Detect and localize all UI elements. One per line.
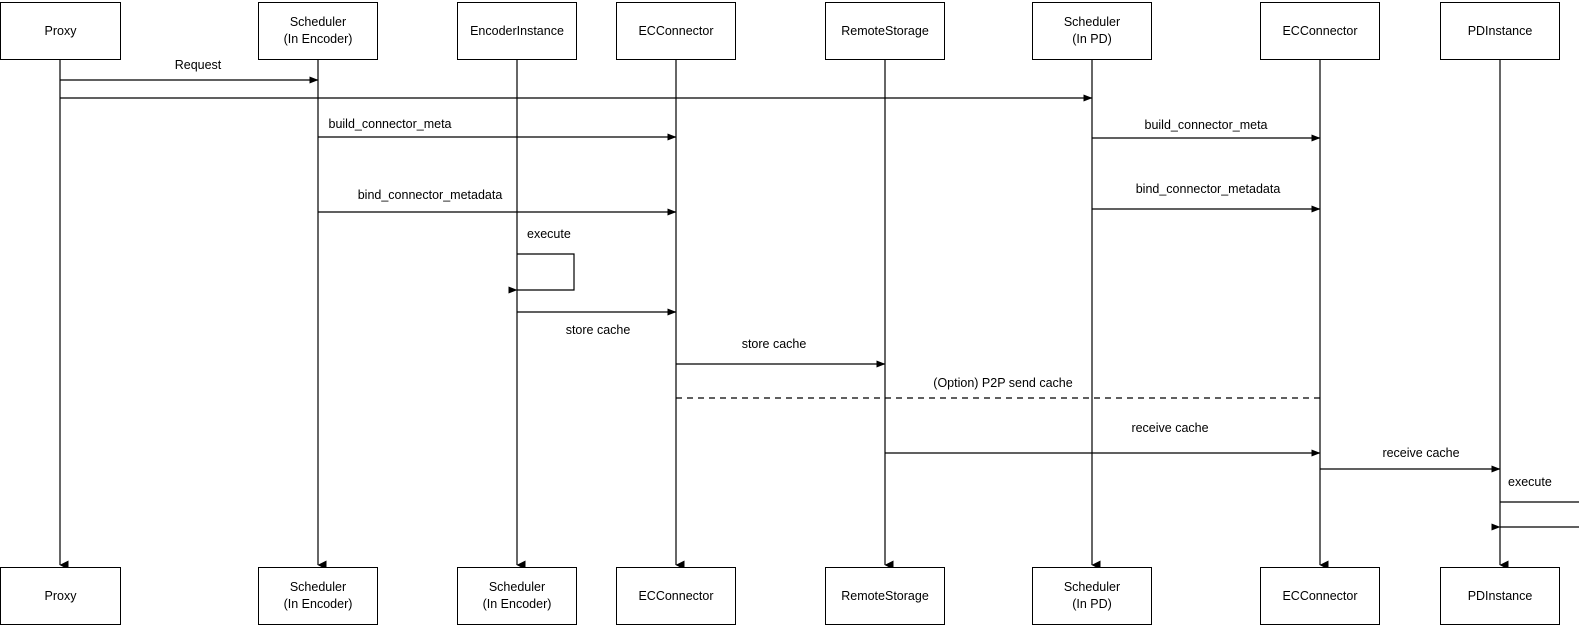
message-label-m10: receive cache [1131,421,1209,435]
message-label-m6: bind_connector_metadata [1135,182,1281,196]
participant-encoder-inst[interactable]: EncoderInstance [457,2,577,60]
participant-label-primary: Proxy [44,23,77,38]
participant-remotestorage-b[interactable]: RemoteStorage [825,567,945,625]
participant-label-primary: Scheduler [289,580,347,595]
participant-label-primary: Scheduler [1063,580,1121,595]
participant-label-primary: ECConnector [1282,23,1358,38]
participant-label-primary: PDInstance [1467,23,1533,38]
participant-label-primary: ECConnector [638,588,714,603]
participant-scheduler-pd-b[interactable]: Scheduler (In PD) [1032,567,1152,625]
self-message-label-s2: execute [1508,475,1552,489]
participant-label-primary: ECConnector [638,23,714,38]
lifelines-group [59,60,1509,570]
participant-ecconnector-a[interactable]: ECConnector [616,2,736,60]
participant-remotestorage[interactable]: RemoteStorage [825,2,945,60]
messages-group [60,76,1501,473]
participant-ecconnector-b[interactable]: ECConnector [1260,2,1380,60]
participant-label-primary: Scheduler [488,580,546,595]
message-label-m1: Request [174,58,222,72]
self-message-loop-s2 [1491,501,1579,531]
self-message-loop-s1 [508,253,575,294]
participant-label-primary: PDInstance [1467,588,1533,603]
participant-scheduler-enc[interactable]: Scheduler (In Encoder) [258,2,378,60]
participant-label-primary: EncoderInstance [470,23,564,38]
participant-label-secondary: (In Encoder) [283,32,353,46]
participant-scheduler-enc-b2[interactable]: Scheduler (In Encoder) [457,567,577,625]
participant-label-primary: Proxy [44,588,77,603]
participant-label-secondary: (In PD) [1072,597,1112,611]
self-messages-group [508,253,1579,531]
message-label-m9: (Option) P2P send cache [933,376,1073,390]
message-label-m8: store cache [741,337,807,351]
message-label-m4: build_connector_meta [1144,118,1268,132]
participant-proxy[interactable]: Proxy [0,2,121,60]
participant-ecconnector-b-b[interactable]: ECConnector [1260,567,1380,625]
participant-label-primary: Scheduler [1063,15,1121,30]
message-label-m3: build_connector_meta [328,117,452,131]
participant-label-primary: RemoteStorage [841,588,929,603]
participant-pdinstance[interactable]: PDInstance [1440,2,1560,60]
participant-scheduler-pd[interactable]: Scheduler (In PD) [1032,2,1152,60]
message-label-m5: bind_connector_metadata [357,188,503,202]
participant-label-secondary: (In PD) [1072,32,1112,46]
participant-label-primary: Scheduler [289,15,347,30]
participant-label-secondary: (In Encoder) [283,597,353,611]
participant-scheduler-enc-b[interactable]: Scheduler (In Encoder) [258,567,378,625]
participant-proxy-b[interactable]: Proxy [0,567,121,625]
participant-pdinstance-b[interactable]: PDInstance [1440,567,1560,625]
participant-ecconnector-a-b[interactable]: ECConnector [616,567,736,625]
message-label-m11: receive cache [1382,446,1460,460]
message-label-m7: store cache [565,323,631,337]
participant-label-primary: RemoteStorage [841,23,929,38]
participant-label-secondary: (In Encoder) [482,597,552,611]
participant-label-primary: ECConnector [1282,588,1358,603]
self-message-label-s1: execute [527,227,571,241]
